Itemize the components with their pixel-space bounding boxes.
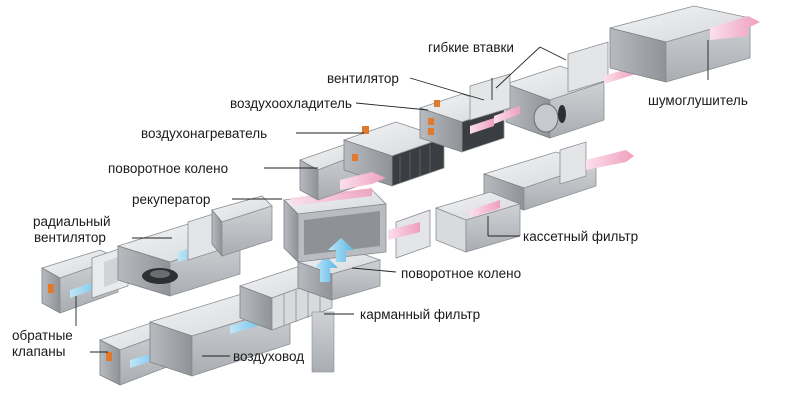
- label-air-cooler: воздухоохладитель: [230, 96, 352, 111]
- label-rotary-elbow-top: поворотное колено: [108, 161, 229, 176]
- fan-upper: [494, 65, 606, 139]
- label-cassette-filter: кассетный фильтр: [523, 229, 639, 244]
- flex-insert-upper: [469, 41, 636, 121]
- label-rotary-elbow-mid: поворотное колено: [401, 266, 522, 281]
- label-fan: вентилятор: [327, 71, 399, 86]
- label-air-heater: воздухонагреватель: [141, 126, 268, 141]
- recuperator: [283, 188, 387, 263]
- air-heater: [342, 121, 446, 187]
- label-silencer: шумоглушитель: [648, 93, 748, 108]
- label-radial-fan-line1: радиальный: [33, 214, 111, 229]
- label-flex-inserts: гибкие втавки: [428, 40, 514, 55]
- label-pocket-filter: карманный фильтр: [360, 307, 481, 322]
- leader-lines: [75, 40, 709, 357]
- rotary-elbow-left: [211, 195, 273, 258]
- label-recuperator: рекуператор: [132, 192, 211, 207]
- label-check-valves-line1: обратные: [12, 328, 73, 343]
- label-air-duct: воздуховод: [233, 349, 305, 364]
- silencer: [609, 5, 760, 83]
- cassette-filter-line: [388, 141, 634, 259]
- label-check-valves-line2: клапаны: [12, 344, 66, 359]
- label-radial-fan-line2: вентилятор: [34, 230, 106, 245]
- pink-airflow-elbow: [340, 172, 386, 190]
